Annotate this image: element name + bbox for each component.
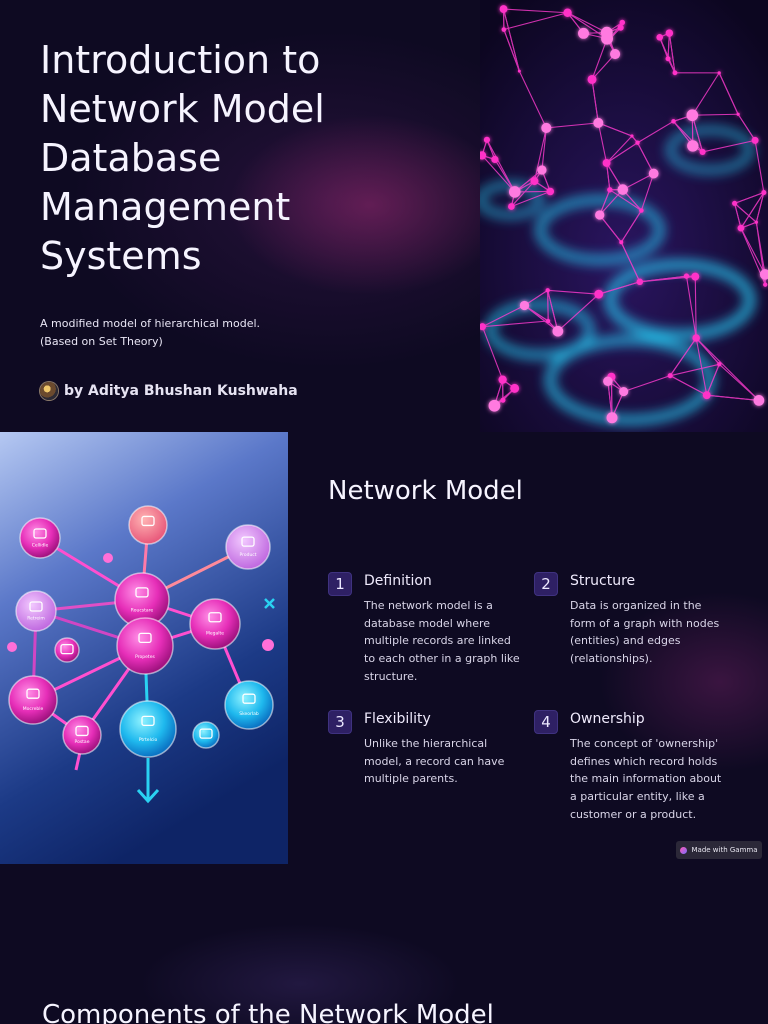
author-avatar bbox=[40, 382, 58, 400]
item-title: Definition bbox=[364, 573, 432, 589]
neural-network-image bbox=[480, 0, 768, 432]
gamma-logo-icon bbox=[680, 846, 688, 854]
diagram-node-label: Roucstare bbox=[131, 607, 154, 613]
diagram-node-label: Cellidle bbox=[32, 542, 49, 548]
diagram-node-label: Ptrtelcio bbox=[139, 737, 158, 743]
item-title: Structure bbox=[570, 573, 636, 589]
diagram-node-label: Propetes bbox=[135, 654, 155, 660]
item-title: Flexibility bbox=[364, 711, 431, 727]
section-title: Components of the Network Model bbox=[42, 1000, 494, 1024]
diagram-node-label: Skeorlab bbox=[239, 711, 259, 717]
item-description: The concept of 'ownership' defines which… bbox=[570, 737, 722, 821]
author-byline: by Aditya Bhushan Kushwaha bbox=[40, 381, 298, 401]
title-slide: Introduction to Network Model Database M… bbox=[0, 0, 768, 432]
diagram-node-label: Retreim bbox=[27, 615, 45, 621]
presentation-title: Introduction to Network Model Database M… bbox=[40, 38, 325, 278]
subtitle-line-2: (Based on Set Theory) bbox=[40, 335, 163, 348]
diagram-node-label: Mocreble bbox=[23, 706, 44, 712]
item-number: 3 bbox=[328, 710, 352, 734]
item-description: Data is organized in the form of a graph… bbox=[570, 599, 720, 666]
item-title: Ownership bbox=[570, 711, 645, 727]
diagram-node-label: Megalte bbox=[206, 631, 224, 637]
item-description: The network model is a database model wh… bbox=[364, 599, 520, 683]
subtitle-line-1: A modified model of hierarchical model. bbox=[40, 317, 261, 330]
components-slide: Components of the Network Model bbox=[0, 864, 768, 1024]
diagram-node-label: Postae bbox=[75, 739, 90, 745]
diagram-node-label: Product bbox=[239, 552, 256, 558]
section-title: Network Model bbox=[328, 476, 523, 506]
author-name: by Aditya Bhushan Kushwaha bbox=[64, 383, 298, 399]
item-number: 2 bbox=[534, 572, 558, 596]
badge-label: Made with Gamma bbox=[691, 846, 758, 854]
item-description: Unlike the hierarchical model, a record … bbox=[364, 737, 505, 786]
item-number: 4 bbox=[534, 710, 558, 734]
made-with-gamma-badge[interactable]: Made with Gamma bbox=[676, 841, 762, 859]
item-number: 1 bbox=[328, 572, 352, 596]
